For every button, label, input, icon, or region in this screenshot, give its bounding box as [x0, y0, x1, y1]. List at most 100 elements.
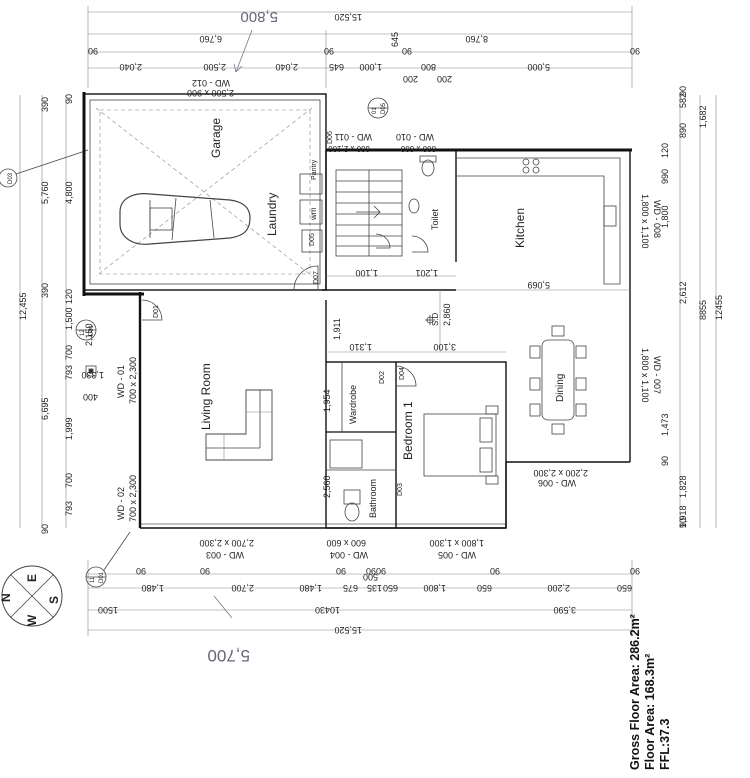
- section-tag-01: 01: [372, 107, 378, 114]
- inner-misc-dim: 400: [83, 392, 98, 402]
- top-r2-dim: 200: [437, 74, 452, 84]
- bottom-r3-dim: 1500: [98, 605, 118, 615]
- left-outer-dim: 390: [40, 97, 50, 112]
- door-d05-tag: D05: [309, 233, 316, 246]
- inner-v-dim: 1,954: [322, 389, 332, 412]
- top-r2-dim: 2,500: [203, 62, 226, 72]
- window-wd004-tag: WD - 004: [330, 550, 368, 560]
- sofa-icon: [205, 389, 273, 461]
- top-overall-dim: 15,520: [334, 12, 362, 22]
- right-inner-dim: 90: [678, 86, 688, 96]
- bottom-r2-dim: 1,480: [299, 583, 322, 593]
- bottom-r1-dim: 90: [490, 566, 500, 576]
- window-wd007-tag: WD - 007: [652, 356, 662, 394]
- bed-icon: [423, 405, 499, 485]
- bottom-r2-dim: 500: [363, 572, 378, 582]
- wm-label: wm: [309, 207, 318, 221]
- right-inner-dim: 120: [660, 143, 670, 158]
- gross-floor-area: Gross Floor Area: 286.2m²: [628, 614, 642, 770]
- door-tags: D01 D02 D03 D04 D05 D06 D07: [153, 131, 406, 496]
- left-outer-dim: 6,695: [40, 397, 50, 420]
- window-tags: WD - 012 2,500 x 900 WD - 011 600 x 2,10…: [116, 78, 662, 560]
- door-d04-tag: D04: [399, 367, 406, 380]
- window-wd01-tag: WD - 01: [116, 365, 126, 398]
- building-walls: [82, 92, 632, 529]
- inner-v-dim: 2,860: [442, 303, 452, 326]
- window-wd008-tag: WD - 008: [652, 200, 662, 238]
- window-wd012-size: 2,500 x 900: [187, 88, 234, 98]
- kitchen-label: Kitchen: [513, 208, 527, 248]
- top-r1-dim: 90: [630, 46, 640, 56]
- right-outer-dim: 2,612: [678, 281, 688, 304]
- bottom-r2-dim: 650: [383, 583, 398, 593]
- bottom-handwritten-note: 5,700: [207, 646, 250, 665]
- window-wd006-size: 2,200 x 2,300: [533, 468, 588, 478]
- compass-south: S: [47, 596, 61, 604]
- right-total2-dim: 8855: [698, 300, 708, 320]
- window-wd006-tag: WD - 006: [538, 478, 576, 488]
- window-wd012-tag: WD - 012: [192, 78, 230, 88]
- right-outer-dim: 1,682: [698, 105, 708, 128]
- floor-area: Floor Area: 168.3m²: [643, 653, 657, 770]
- section-tag-d03: D03: [8, 172, 14, 184]
- window-wd02-size: 700 x 2,300: [128, 475, 138, 522]
- right-inner-dim: 90: [660, 456, 670, 466]
- laundry-label: Laundry: [265, 193, 279, 236]
- window-wd01-size: 700 x 2,300: [128, 357, 138, 404]
- window-wd010-size: 800 x 600: [400, 144, 436, 153]
- door-d02-tag: D02: [379, 371, 386, 384]
- bottom-r1-dim: 90: [136, 566, 146, 576]
- bottom-r1-dim: 90: [200, 566, 210, 576]
- left-dimensions: 12,455 390 5,760 390 6,695 90 90 4,800 1…: [0, 94, 89, 534]
- inner-misc-dim: 1,330: [81, 370, 104, 380]
- window-wd02-tag: WD - 02: [116, 487, 126, 520]
- top-seg-a-dim: 6,760: [199, 34, 222, 44]
- living-room-label: Living Room: [199, 363, 213, 430]
- inner-misc-dim: 2,150: [84, 323, 94, 346]
- compass-north: N: [0, 593, 13, 602]
- dining-label: Dining: [555, 374, 566, 402]
- left-inner-dim: 4,800: [64, 181, 74, 204]
- inner-dimensions: 1,100 1,201 5,069 1,310 3,100 1,911 1,95…: [81, 268, 630, 498]
- left-inner-dim: 793: [64, 501, 74, 516]
- window-wd007-size: 1,800 x 1,100: [640, 348, 650, 403]
- left-overall-dim: 12,455: [18, 292, 28, 320]
- section-tag-11: 11: [90, 576, 96, 583]
- car-icon: [119, 193, 251, 245]
- door-d01-tag: D01: [153, 305, 160, 318]
- top-r1-dim: 645: [390, 32, 400, 47]
- bottom-r3-dim: 10430: [315, 605, 340, 615]
- right-inner-dim: 1,473: [660, 413, 670, 436]
- top-r2-dim: 645: [329, 62, 344, 72]
- window-wd005-tag: WD - 005: [438, 550, 476, 560]
- bottom-r2-dim: 135: [367, 583, 382, 593]
- bottom-r2-dim: 675: [343, 583, 358, 593]
- inner-h-dim: 3,100: [433, 342, 456, 352]
- garage-label: Garage: [209, 118, 223, 158]
- section-tag-12-ref: D01: [89, 324, 95, 336]
- door-d03-tag: D03: [397, 483, 404, 496]
- window-wd004-size: 600 x 600: [326, 538, 366, 548]
- toilet-label: Toilet: [430, 208, 440, 230]
- top-dimensions: 15,520 6,760 8,760 90 90 645 90 90 2,040…: [87, 6, 640, 88]
- door-d06-tag: D06: [327, 131, 334, 144]
- bottom-r2-dim: 1,800: [423, 583, 446, 593]
- left-inner-dim: 90: [64, 94, 74, 104]
- smoke-detector-label: S.D: [431, 312, 440, 326]
- right-outer-dim: 582: [678, 93, 688, 108]
- left-outer-dim: 390: [40, 283, 50, 298]
- bottom-overall-dim: 15,520: [334, 625, 362, 635]
- left-outer-dim: 5,760: [40, 181, 50, 204]
- right-dimensions: 12455 8855 582 1,682 2,612 1,828 1,918 9…: [660, 86, 724, 528]
- right-overall-dim: 12455: [714, 295, 724, 320]
- bottom-r2-dim: 650: [617, 583, 632, 593]
- bathroom-label: Bathroom: [368, 479, 378, 518]
- top-r2-dim: 800: [421, 62, 436, 72]
- inner-h-dim: 5,069: [527, 280, 550, 290]
- bottom-r1-dim: 90: [366, 566, 376, 576]
- right-inner-dim: 990: [660, 169, 670, 184]
- left-inner-dim: 120: [64, 289, 74, 304]
- left-inner-dim: 700: [64, 473, 74, 488]
- room-labels: Garage Laundry Kitchen Living Room Dinin…: [199, 118, 566, 518]
